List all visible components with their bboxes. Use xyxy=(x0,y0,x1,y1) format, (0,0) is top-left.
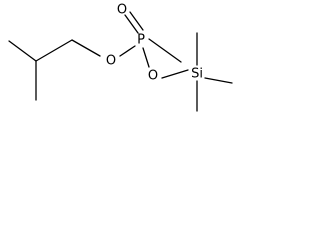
atom-phosphorus: P xyxy=(137,33,145,48)
bond-c2-c4 xyxy=(35,39,73,62)
atom-silyl-oxygen: O xyxy=(148,69,158,84)
atom-oxo-oxygen: O xyxy=(117,3,127,18)
bond-o2-si xyxy=(161,69,189,79)
atom-silicon: Si xyxy=(191,67,203,82)
chemical-structure: O P O O Si xyxy=(8,3,233,112)
bond-c1-c2 xyxy=(8,40,37,62)
bond-p-methyl xyxy=(148,38,182,63)
bond-p-o-double-b xyxy=(129,11,144,31)
bond-si-methyl-right xyxy=(204,77,233,84)
atom-ester-oxygen: O xyxy=(106,54,116,69)
bond-p-o2 xyxy=(142,47,150,68)
bond-p-o-double-a xyxy=(124,14,139,34)
bond-c4-o xyxy=(71,39,101,57)
bond-o-p xyxy=(119,45,136,57)
